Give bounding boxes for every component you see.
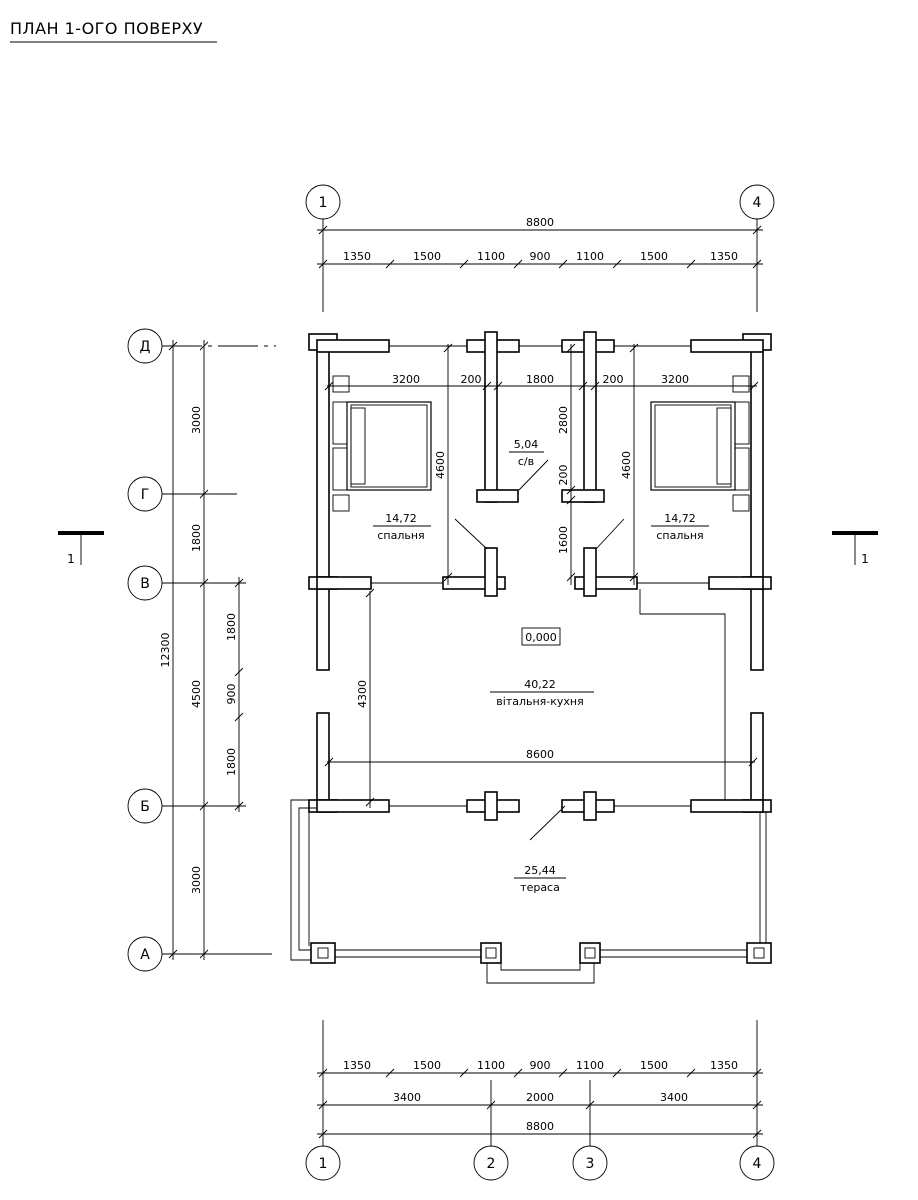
dim-bedroom-right-depth: 4600 [620, 451, 633, 479]
dim-left-opening-2: 900 [225, 684, 238, 705]
dim-left-opening-3: 1800 [225, 748, 238, 776]
room-bath-area: 5,04 [514, 438, 539, 451]
dim-living-width: 8600 [526, 748, 554, 761]
dim-top-seg-2: 1500 [413, 250, 441, 263]
room-bedroom-left-area: 14,72 [385, 512, 417, 525]
room-living-name: вітальня-кухня [496, 695, 583, 708]
section-mark-right: 1 [832, 531, 878, 566]
dim-top-seg-6: 1500 [640, 250, 668, 263]
dim-top-total: 8800 [526, 216, 554, 229]
room-bedroom-right-name: спальня [656, 529, 703, 542]
axis-row-V: В [140, 576, 150, 592]
axis-bubbles: 1 4 1 2 3 4 Д Г В Б А [127, 184, 775, 1181]
room-labels: 14,72 спальня 5,04 с/в 14,72 спальня 0,0… [373, 438, 709, 894]
axis-row-G: Г [141, 487, 150, 503]
dim-top-seg-3: 1100 [477, 250, 505, 263]
dim-bottom-seg-7: 1350 [710, 1059, 738, 1072]
dim-bottom-axis-1: 3400 [393, 1091, 421, 1104]
dim-top-seg-5: 1100 [576, 250, 604, 263]
door-swings [454, 459, 625, 841]
dim-left-total: 12300 [159, 633, 172, 668]
dim-bedroom-left-width: 3200 [392, 373, 420, 386]
room-terrace-area: 25,44 [524, 864, 556, 877]
section-mark-right-label: 1 [861, 552, 869, 566]
axis-col-3-bottom: 3 [586, 1156, 595, 1172]
dim-bottom-seg-1: 1350 [343, 1059, 371, 1072]
room-bedroom-right-area: 14,72 [664, 512, 696, 525]
axis-col-4-top: 4 [753, 195, 762, 211]
axis-row-D: Д [140, 339, 151, 355]
interior-dimensions: 3200 200 1800 200 3200 4600 4600 2800 20… [324, 343, 759, 808]
dim-top-seg-7: 1350 [710, 250, 738, 263]
axis-col-1-bottom: 1 [319, 1156, 328, 1172]
dim-bath-wall: 200 [557, 465, 570, 486]
level-mark: 0,000 [525, 631, 557, 644]
dim-bottom-seg-4: 900 [530, 1059, 551, 1072]
dim-bottom-seg-5: 1100 [576, 1059, 604, 1072]
axis-row-A: А [140, 947, 150, 963]
bottom-dimensions: 1350 1500 1100 900 1100 1500 1350 3400 2… [317, 1020, 763, 1146]
dim-bottom-axis-3: 3400 [660, 1091, 688, 1104]
room-living-area: 40,22 [524, 678, 556, 691]
dim-wall-right: 200 [603, 373, 624, 386]
dim-bottom-seg-2: 1500 [413, 1059, 441, 1072]
dim-top-seg-4: 900 [530, 250, 551, 263]
room-terrace-name: тераса [520, 881, 560, 894]
axis-col-2-bottom: 2 [487, 1156, 496, 1172]
dim-corridor: 1600 [557, 526, 570, 554]
dim-bath-depth: 2800 [557, 406, 570, 434]
dim-bedroom-right-width: 3200 [661, 373, 689, 386]
dim-left-opening-1: 1800 [225, 613, 238, 641]
dim-top-seg-1: 1350 [343, 250, 371, 263]
dim-bottom-seg-6: 1500 [640, 1059, 668, 1072]
dim-bottom-axis-2: 2000 [526, 1091, 554, 1104]
terrace [290, 799, 772, 984]
axis-col-4-bottom: 4 [753, 1156, 762, 1172]
left-dimensions: 12300 3000 1800 4500 3000 1800 900 1800 [159, 340, 276, 960]
dim-left-row-4: 3000 [190, 866, 203, 894]
dim-bottom-total: 8800 [526, 1120, 554, 1133]
walls [308, 331, 772, 821]
furniture [332, 375, 750, 800]
section-mark-left-label: 1 [67, 552, 75, 566]
dim-left-row-1: 3000 [190, 406, 203, 434]
room-bath-name: с/в [518, 455, 534, 468]
dim-bottom-seg-3: 1100 [477, 1059, 505, 1072]
dim-bath-width: 1800 [526, 373, 554, 386]
room-bedroom-left-name: спальня [377, 529, 424, 542]
dim-wall-left: 200 [461, 373, 482, 386]
dim-left-row-3: 4500 [190, 680, 203, 708]
dim-left-row-2: 1800 [190, 524, 203, 552]
top-dimensions: 8800 1350 1500 1100 900 1100 1500 1350 [317, 216, 763, 312]
dim-bedroom-left-depth: 4600 [434, 451, 447, 479]
section-mark-left: 1 [58, 531, 104, 566]
dim-living-depth: 4300 [356, 680, 369, 708]
axis-col-1-top: 1 [319, 195, 328, 211]
axis-row-B: Б [140, 799, 150, 815]
plan-title: ПЛАН 1-ОГО ПОВЕРХУ [10, 19, 203, 38]
